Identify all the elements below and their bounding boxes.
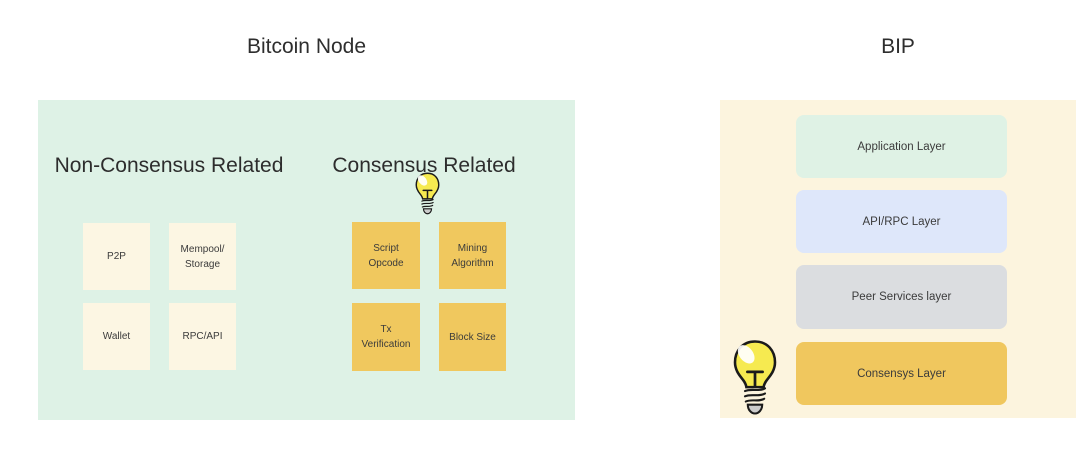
bip-panel: Application Layer API/RPC Layer Peer Ser… xyxy=(720,100,1076,418)
bitcoin-node-panel: Non-Consensus Related Consensus Related … xyxy=(38,100,575,420)
node-box-p2p: P2P xyxy=(83,223,150,290)
consensus-heading: Consensus Related xyxy=(332,154,516,177)
bitcoin-node-title: Bitcoin Node xyxy=(246,35,367,58)
node-box-mining-algorithm: Mining Algorithm xyxy=(439,222,506,289)
node-box-tx-verification: Tx Verification xyxy=(352,303,420,371)
bip-layer-consensys: Consensys Layer xyxy=(796,342,1007,405)
non-consensus-heading: Non-Consensus Related xyxy=(54,154,284,177)
bip-layer-application: Application Layer xyxy=(796,115,1007,178)
node-box-wallet: Wallet xyxy=(83,303,150,370)
bip-title: BIP xyxy=(881,35,915,58)
lightbulb-icon xyxy=(414,171,441,216)
node-box-rpc-api: RPC/API xyxy=(169,303,236,370)
bip-layer-peer-services: Peer Services layer xyxy=(796,265,1007,329)
node-box-block-size: Block Size xyxy=(439,303,506,371)
lightbulb-icon xyxy=(731,339,779,416)
node-box-script-opcode: Script Opcode xyxy=(352,222,420,289)
node-box-mempool-storage: Mempool/ Storage xyxy=(169,223,236,290)
bip-layer-api-rpc: API/RPC Layer xyxy=(796,190,1007,253)
